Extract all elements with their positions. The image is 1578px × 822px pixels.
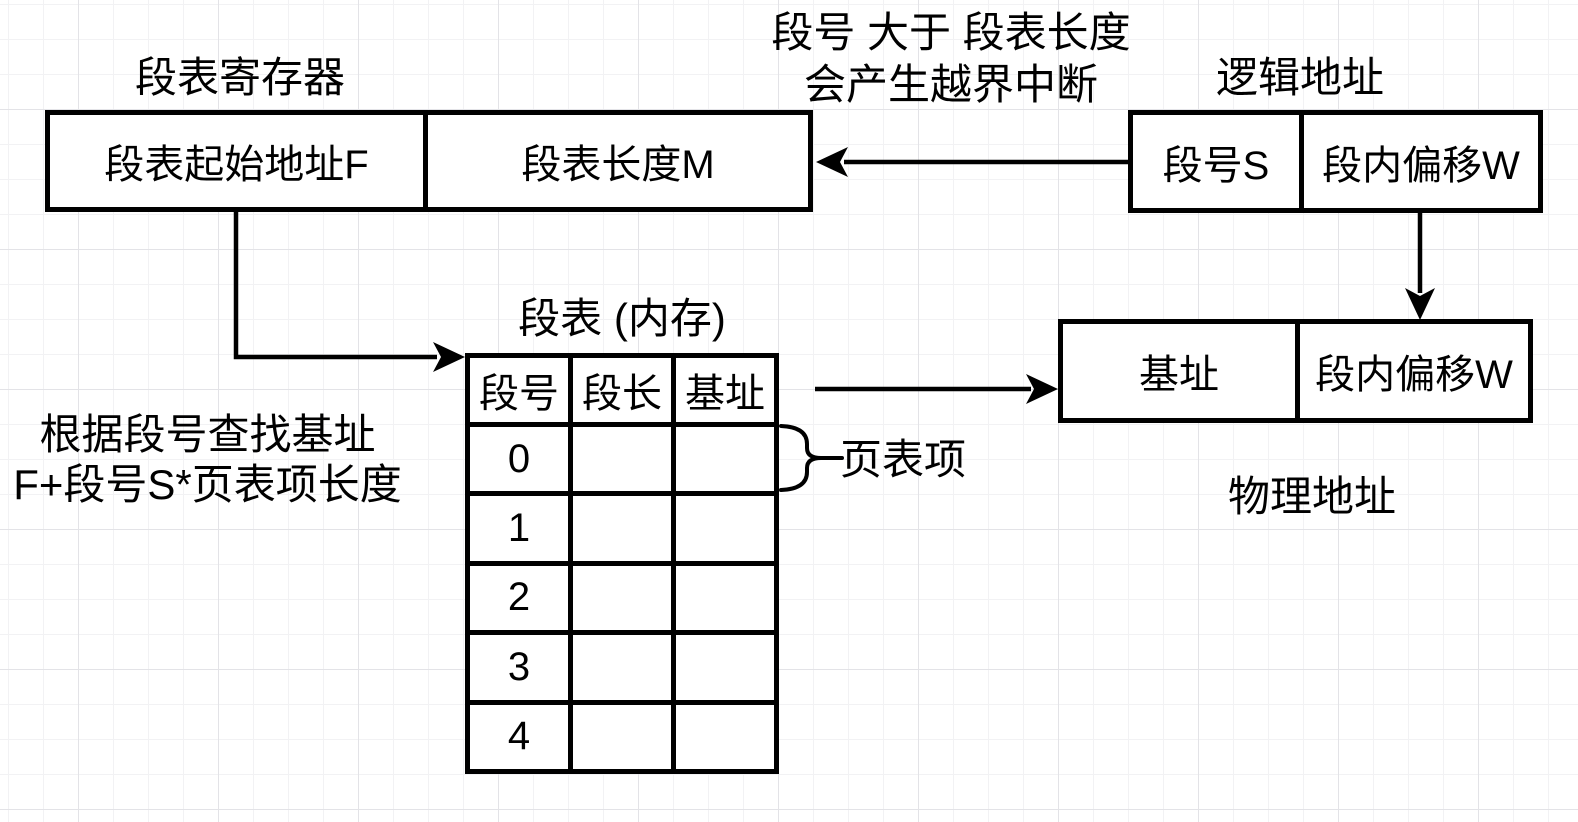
lookup-note-line1: 根据段号查找基址 — [39, 411, 376, 458]
table-cell-empty — [676, 565, 774, 631]
overflow-note-line2: 会产生越界中断 — [803, 61, 1098, 108]
physical-address-box: 基址 段内偏移W — [1058, 319, 1533, 423]
register-title: 段表寄存器 — [134, 54, 345, 101]
overflow-note-line1: 段号 大于 段表长度 — [771, 9, 1131, 56]
segment-table: 段号 段长 基址 0 1 2 3 4 — [465, 353, 779, 774]
table-header-segment-length: 段长 — [573, 358, 671, 422]
table-row-id: 2 — [470, 565, 568, 631]
logical-address-title: 逻辑地址 — [1215, 54, 1384, 101]
physical-cell-base-address: 基址 — [1063, 324, 1295, 418]
table-cell-empty — [676, 635, 774, 700]
segment-table-register-box: 段表起始地址F 段表长度M — [45, 110, 813, 212]
table-row-id: 0 — [470, 427, 568, 492]
register-cell-start-address-f: 段表起始地址F — [50, 115, 423, 207]
table-row-id: 1 — [470, 496, 568, 561]
segment-table-title: 段表 (内存) — [518, 295, 726, 342]
table-cell-empty — [676, 427, 774, 492]
physical-address-title: 物理地址 — [1227, 473, 1396, 520]
arrow-logical-to-register — [816, 147, 1128, 177]
page-table-entry-label: 页表项 — [840, 436, 967, 483]
table-row-id: 3 — [470, 635, 568, 700]
arrow-offset-to-physical — [1405, 213, 1435, 320]
logical-cell-segment-number-s: 段号S — [1133, 115, 1299, 208]
table-header-segment-number: 段号 — [470, 358, 568, 422]
table-cell-empty — [573, 496, 671, 561]
table-cell-empty — [573, 565, 671, 631]
page-table-entry-brace — [779, 424, 844, 492]
register-cell-length-m: 段表长度M — [428, 115, 808, 207]
table-header-base-address: 基址 — [676, 358, 774, 422]
lookup-note-line2: F+段号S*页表项长度 — [13, 461, 402, 508]
arrow-register-to-table — [233, 212, 465, 372]
table-cell-empty — [573, 635, 671, 700]
lookup-note: 根据段号查找基址 F+段号S*页表项长度 — [0, 410, 415, 510]
table-cell-empty — [573, 427, 671, 492]
overflow-note: 段号 大于 段表长度 会产生越界中断 — [751, 7, 1151, 111]
logical-address-box: 段号S 段内偏移W — [1128, 110, 1543, 213]
arrow-table-to-physical — [815, 374, 1058, 404]
logical-cell-offset-w: 段内偏移W — [1304, 115, 1538, 208]
table-cell-empty — [676, 704, 774, 769]
table-cell-empty — [573, 704, 671, 769]
physical-cell-offset-w: 段内偏移W — [1300, 324, 1528, 418]
table-row-id: 4 — [470, 704, 568, 769]
table-cell-empty — [676, 496, 774, 561]
